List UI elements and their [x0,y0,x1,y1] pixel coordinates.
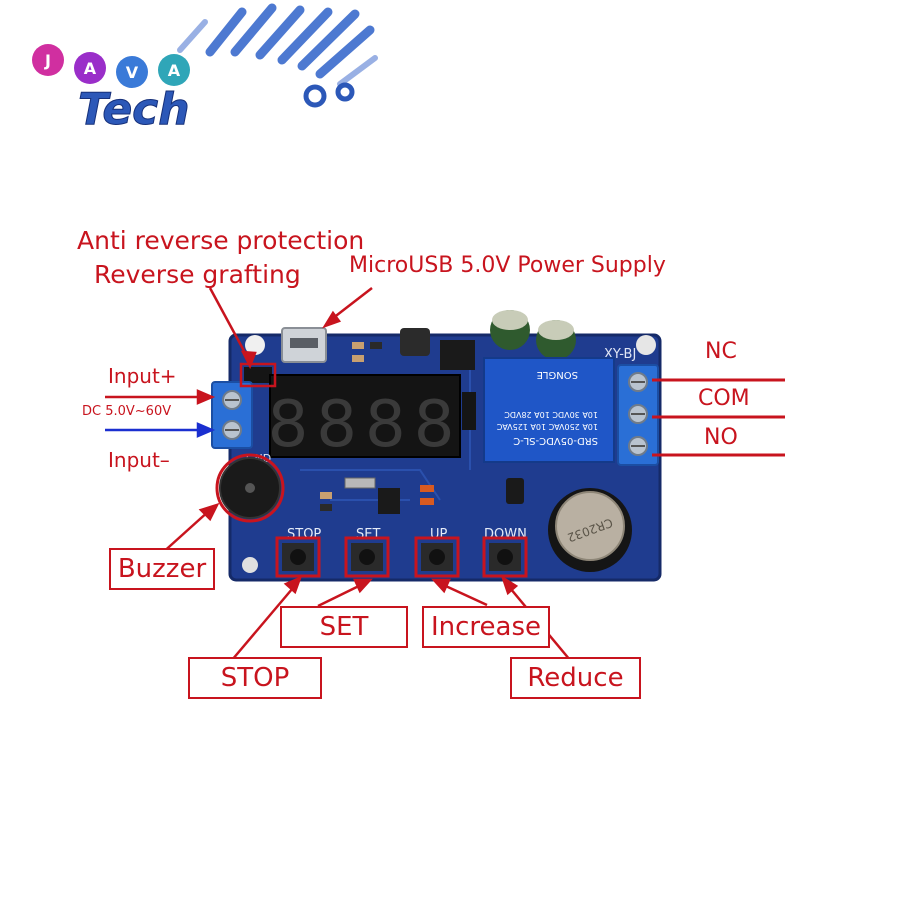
display-digits: 8888 [268,388,463,462]
increase-callout: Increase [422,606,550,648]
logo-word: Tech [78,84,190,135]
svg-text:SONGLE: SONGLE [537,369,578,380]
microusb-label: MicroUSB 5.0V Power Supply [349,253,666,278]
logo-letter: V [126,63,139,82]
com-label: COM [698,386,750,411]
nc-label: NC [705,339,737,364]
relay [483,357,615,463]
input-terminal-block [211,381,253,449]
svg-text:SRD-05VDC-SL-C: SRD-05VDC-SL-C [513,435,598,446]
reverse-grafting-label: Reverse grafting [94,260,301,289]
input-plus-label: Input+ [108,364,177,388]
logo-letter: A [168,61,181,80]
buzzer-callout: Buzzer [109,548,215,590]
board-label-up: UP [430,527,448,542]
input-minus-label: Input– [108,448,170,472]
java-tech-logo: J A V A Tech [32,3,378,136]
reduce-callout: Reduce [510,657,641,699]
logo-letter: A [84,59,97,78]
logo-letter: J [44,51,51,70]
board-label-set: SET [356,527,380,542]
board-label-stop: STOP [287,527,321,542]
set-callout: SET [280,606,408,648]
seven-segment-display [269,374,461,458]
no-label: NO [704,425,738,450]
board-label-down: DOWN [484,527,527,542]
anti-reverse-label: Anti reverse protection [77,226,365,255]
dc-range-label: DC 5.0V~60V [82,404,172,419]
svg-text:10A 30VDC 10A 28VDC: 10A 30VDC 10A 28VDC [504,410,598,419]
svg-text:10A 250VAC 10A 125VAC: 10A 250VAC 10A 125VAC [496,422,598,431]
stop-callout: STOP [188,657,322,699]
